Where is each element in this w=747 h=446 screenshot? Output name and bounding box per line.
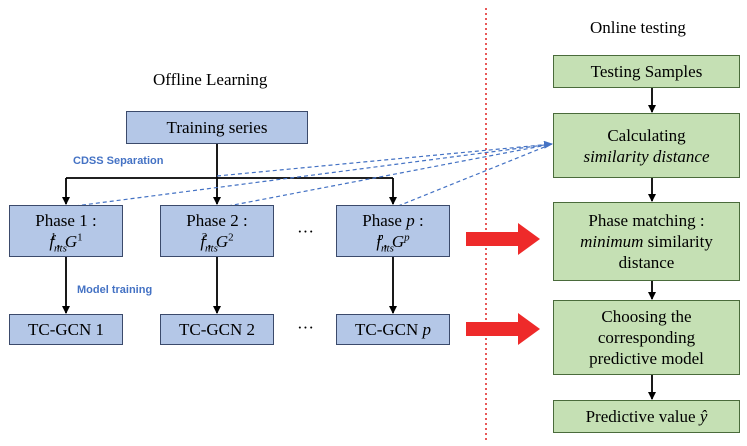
choosing-model-box: Choosing the corresponding predictive mo… xyxy=(553,300,740,375)
matching-line-2: minimum similarity xyxy=(580,232,713,251)
offline-learning-title: Offline Learning xyxy=(153,70,268,89)
model-ellipsis: ··· xyxy=(297,318,314,337)
phase-2-formula: fnts2, G2 xyxy=(200,231,234,255)
testing-samples-box: Testing Samples xyxy=(553,55,740,88)
training-series-label: Training series xyxy=(166,118,268,137)
phase-2-box: Phase 2 : fnts2, G2 xyxy=(160,205,274,257)
choosing-line-1: Choosing the xyxy=(601,307,692,326)
online-testing-title: Online testing xyxy=(590,18,686,37)
dashed-arrow-phase-p xyxy=(397,143,553,207)
model-training-text: Model training xyxy=(77,284,153,296)
model-p-box: TC-GCN p xyxy=(336,314,450,345)
phase-2-title: Phase 2 : xyxy=(186,211,248,230)
phase-1-formula: fnts1, G1 xyxy=(49,231,83,255)
predictive-value-label: Predictive value ŷ xyxy=(585,407,708,426)
matching-line-3: distance xyxy=(618,253,675,272)
phase-p-title: Phase p : xyxy=(362,211,424,230)
phase-matching-box: Phase matching : minimum similarity dist… xyxy=(553,202,740,281)
testing-samples-label: Testing Samples xyxy=(590,62,703,81)
matching-line-1: Phase matching : xyxy=(588,211,705,230)
big-arrow-model-to-choosing xyxy=(466,313,540,345)
training-series-box: Training series xyxy=(126,111,308,144)
calculating-box: Calculating similarity distance xyxy=(553,113,740,178)
predictive-value-box: Predictive value ŷ xyxy=(553,400,740,433)
choosing-line-3: predictive model xyxy=(589,349,704,368)
model-1-box: TC-GCN 1 xyxy=(9,314,123,345)
dashed-arrow-phase-1 xyxy=(74,143,553,207)
phase-1-box: Phase 1 : fnts1, G1 xyxy=(9,205,123,257)
choosing-line-2: corresponding xyxy=(597,328,696,347)
dashed-arrow-training xyxy=(216,140,553,177)
dashed-arrow-phase-2 xyxy=(227,143,553,207)
cdss-separation-text: CDSS Separation xyxy=(73,155,164,167)
phase-ellipsis: ··· xyxy=(297,222,314,241)
model-p-label: TC-GCN p xyxy=(354,320,432,339)
model-1-label: TC-GCN 1 xyxy=(27,320,105,339)
cdss-separation-label: CDSS Separation xyxy=(73,155,163,167)
phase-1-title: Phase 1 : xyxy=(35,211,97,230)
big-arrow-phase-to-matching xyxy=(466,223,540,255)
calculating-line-2: similarity distance xyxy=(583,146,710,166)
model-2-box: TC-GCN 2 xyxy=(160,314,274,345)
phase-p-box: Phase p : fntsp, Gp xyxy=(336,205,450,257)
model-training-label: Model training xyxy=(77,284,152,296)
model-2-label: TC-GCN 2 xyxy=(178,320,256,339)
phase-p-formula: fntsp, Gp xyxy=(376,231,410,255)
calculating-line-1: Calculating xyxy=(607,125,686,145)
